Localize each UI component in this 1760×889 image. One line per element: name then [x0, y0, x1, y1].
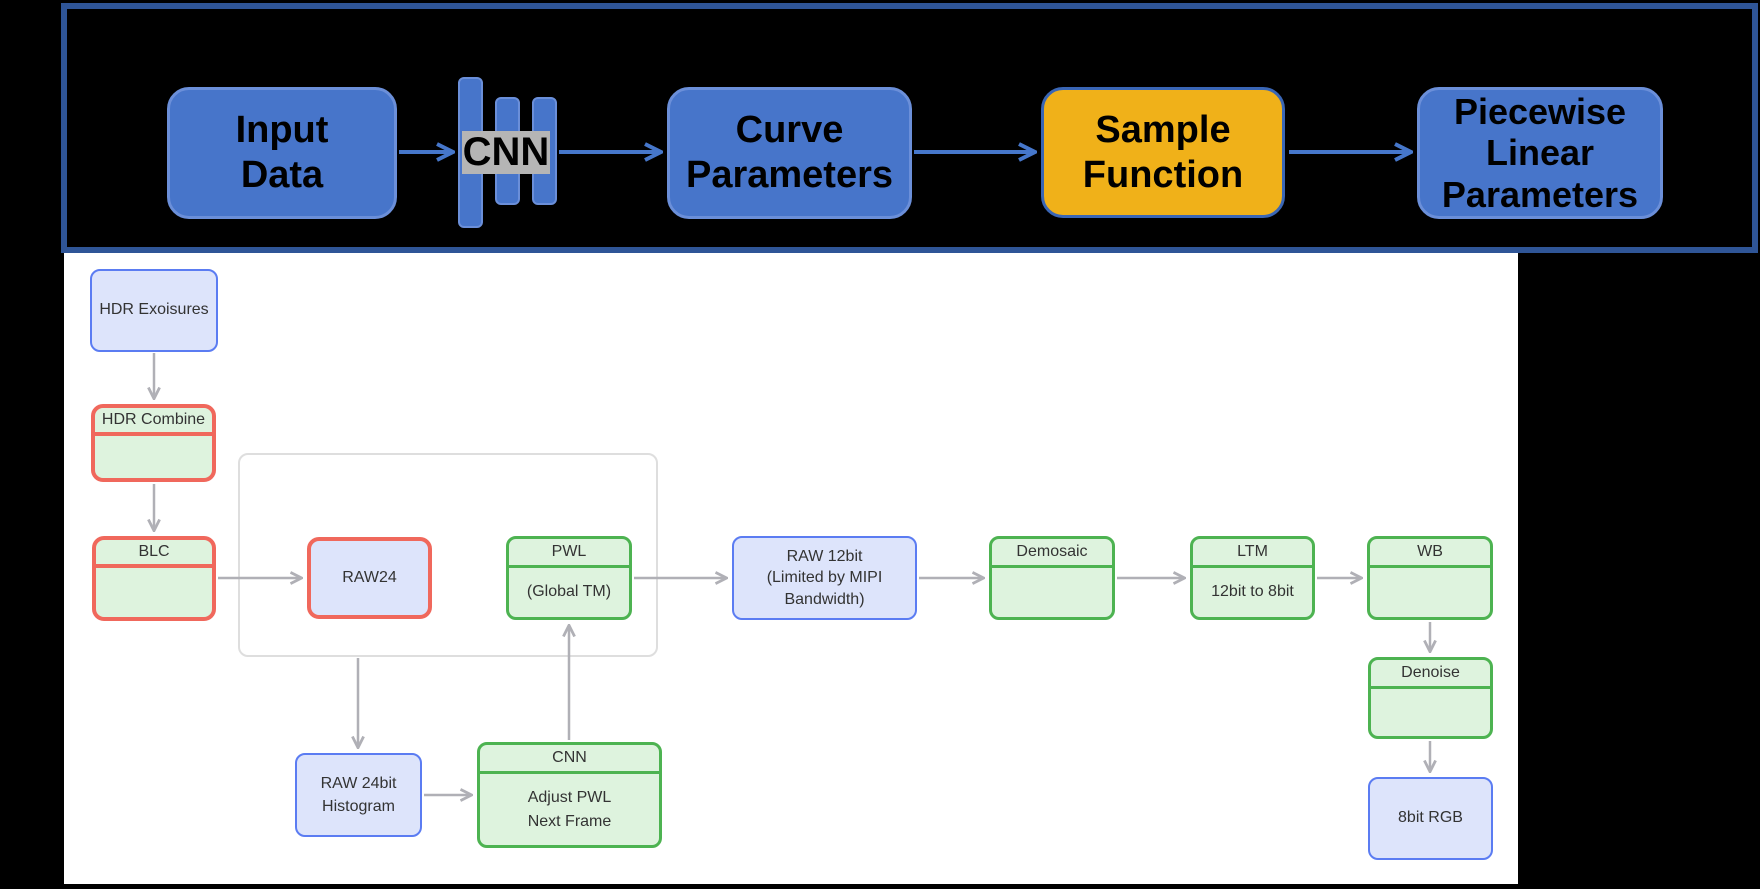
node-pwl-title: PWL [509, 539, 629, 568]
node-curve-parameters-line1: Curve [735, 109, 844, 152]
node-raw24-label: RAW24 [342, 568, 397, 586]
node-raw24: RAW24 [307, 537, 432, 619]
node-input-data: Input Data [167, 87, 397, 219]
node-cnn-adjust-body-line2: Next Frame [527, 812, 612, 830]
node-denoise-title: Denoise [1371, 660, 1490, 689]
node-ltm-body: 12bit to 8bit [1211, 583, 1294, 601]
node-input-data-line2: Data [240, 154, 324, 196]
node-demosaic: Demosaic [989, 536, 1115, 620]
node-raw12bit: RAW 12bit (Limited by MIPI Bandwidth) [732, 536, 917, 620]
node-pwl-body: (Global TM) [526, 583, 612, 601]
node-cnn-adjust-pwl: CNN Adjust PWL Next Frame [477, 742, 662, 848]
node-raw24bit-histogram: RAW 24bit Histogram [295, 753, 422, 837]
node-8bit-rgb-label: 8bit RGB [1398, 809, 1463, 827]
node-demosaic-body [992, 568, 1112, 617]
node-piecewise-line1: Piecewise [1453, 90, 1627, 132]
node-sample-function: Sample Function [1041, 87, 1285, 218]
node-sample-function-line2: Function [1082, 153, 1244, 196]
node-histogram-line1: RAW 24bit [320, 774, 397, 792]
node-8bit-rgb: 8bit RGB [1368, 777, 1493, 860]
node-cnn-adjust-body-line1: Adjust PWL [527, 789, 612, 807]
node-hdr-combine-body [95, 436, 212, 478]
node-wb-title: WB [1370, 539, 1490, 568]
node-pwl: PWL (Global TM) [506, 536, 632, 620]
node-cnn-banner: CNN [462, 130, 550, 174]
node-ltm-title: LTM [1193, 539, 1312, 568]
node-blc: BLC [92, 536, 216, 621]
node-wb-body [1370, 568, 1490, 617]
node-hdr-exposures: HDR Exoisures [90, 269, 218, 352]
node-denoise: Denoise [1368, 657, 1493, 739]
node-sample-function-line1: Sample [1095, 108, 1231, 151]
node-piecewise-linear-parameters: Piecewise Linear Parameters [1417, 87, 1663, 219]
node-cnn-adjust-body: Adjust PWL Next Frame [480, 774, 659, 845]
node-raw12bit-line2: (Limited by MIPI [766, 569, 883, 587]
node-hdr-exposures-label: HDR Exoisures [99, 301, 209, 319]
node-denoise-body [1371, 689, 1490, 736]
node-blc-body [96, 568, 212, 617]
node-hdr-combine-title: HDR Combine [95, 408, 212, 436]
node-raw12bit-line3: Bandwidth) [784, 590, 865, 608]
node-cnn-adjust-title: CNN [480, 745, 659, 774]
node-demosaic-title: Demosaic [992, 539, 1112, 568]
node-hdr-combine: HDR Combine [91, 404, 216, 482]
node-curve-parameters: Curve Parameters [667, 87, 912, 219]
node-piecewise-line3: Parameters [1441, 173, 1639, 215]
node-histogram-line2: Histogram [322, 798, 395, 815]
node-ltm: LTM 12bit to 8bit [1190, 536, 1315, 620]
node-wb: WB [1367, 536, 1493, 620]
node-blc-title: BLC [96, 540, 212, 568]
node-raw12bit-line1: RAW 12bit [786, 548, 863, 566]
node-input-data-line1: Input [235, 109, 329, 152]
banner-frame [61, 3, 1758, 253]
node-piecewise-line2: Linear [1485, 132, 1595, 174]
node-curve-parameters-line2: Parameters [685, 154, 894, 196]
